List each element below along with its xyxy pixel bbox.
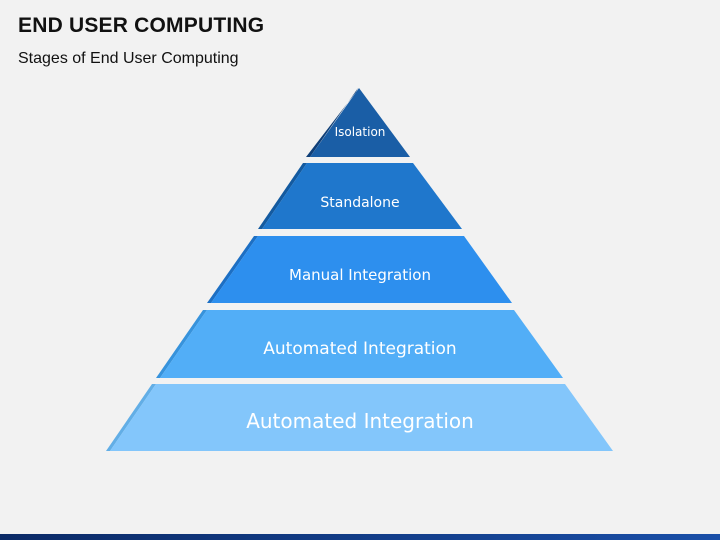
pyramid-level-manual-integration-face: [211, 236, 512, 303]
pyramid-level-manual-integration-label: Manual Integration: [289, 266, 431, 284]
pyramid-level-standalone-face: [262, 163, 462, 229]
pyramid-level-automated-integration-base-face: [110, 384, 613, 451]
pyramid-level-isolation: Isolation: [306, 88, 410, 157]
slide-subtitle: Stages of End User Computing: [18, 50, 239, 67]
pyramid-level-automated-integration-base-label: Automated Integration: [246, 409, 474, 433]
pyramid-level-standalone: Standalone: [258, 163, 462, 229]
pyramid-level-automated-integration: Automated Integration: [156, 310, 563, 378]
pyramid-level-automated-integration-shade: [156, 310, 207, 378]
slide-title: END USER COMPUTING: [18, 14, 265, 37]
pyramid-level-standalone-shade: [258, 163, 307, 229]
pyramid-level-automated-integration-face: [160, 310, 563, 378]
pyramid-level-automated-integration-label: Automated Integration: [263, 339, 456, 359]
pyramid-level-automated-integration-base: Automated Integration: [106, 384, 613, 451]
pyramid-level-isolation-face: [310, 88, 410, 157]
footer-bar: [0, 534, 720, 540]
pyramid-level-automated-integration-base-shade: [106, 384, 156, 451]
pyramid-level-manual-integration: Manual Integration: [207, 236, 512, 303]
pyramid-level-isolation-label: Isolation: [335, 125, 386, 139]
pyramid-level-standalone-label: Standalone: [320, 195, 399, 211]
pyramid-level-manual-integration-shade: [207, 236, 258, 303]
